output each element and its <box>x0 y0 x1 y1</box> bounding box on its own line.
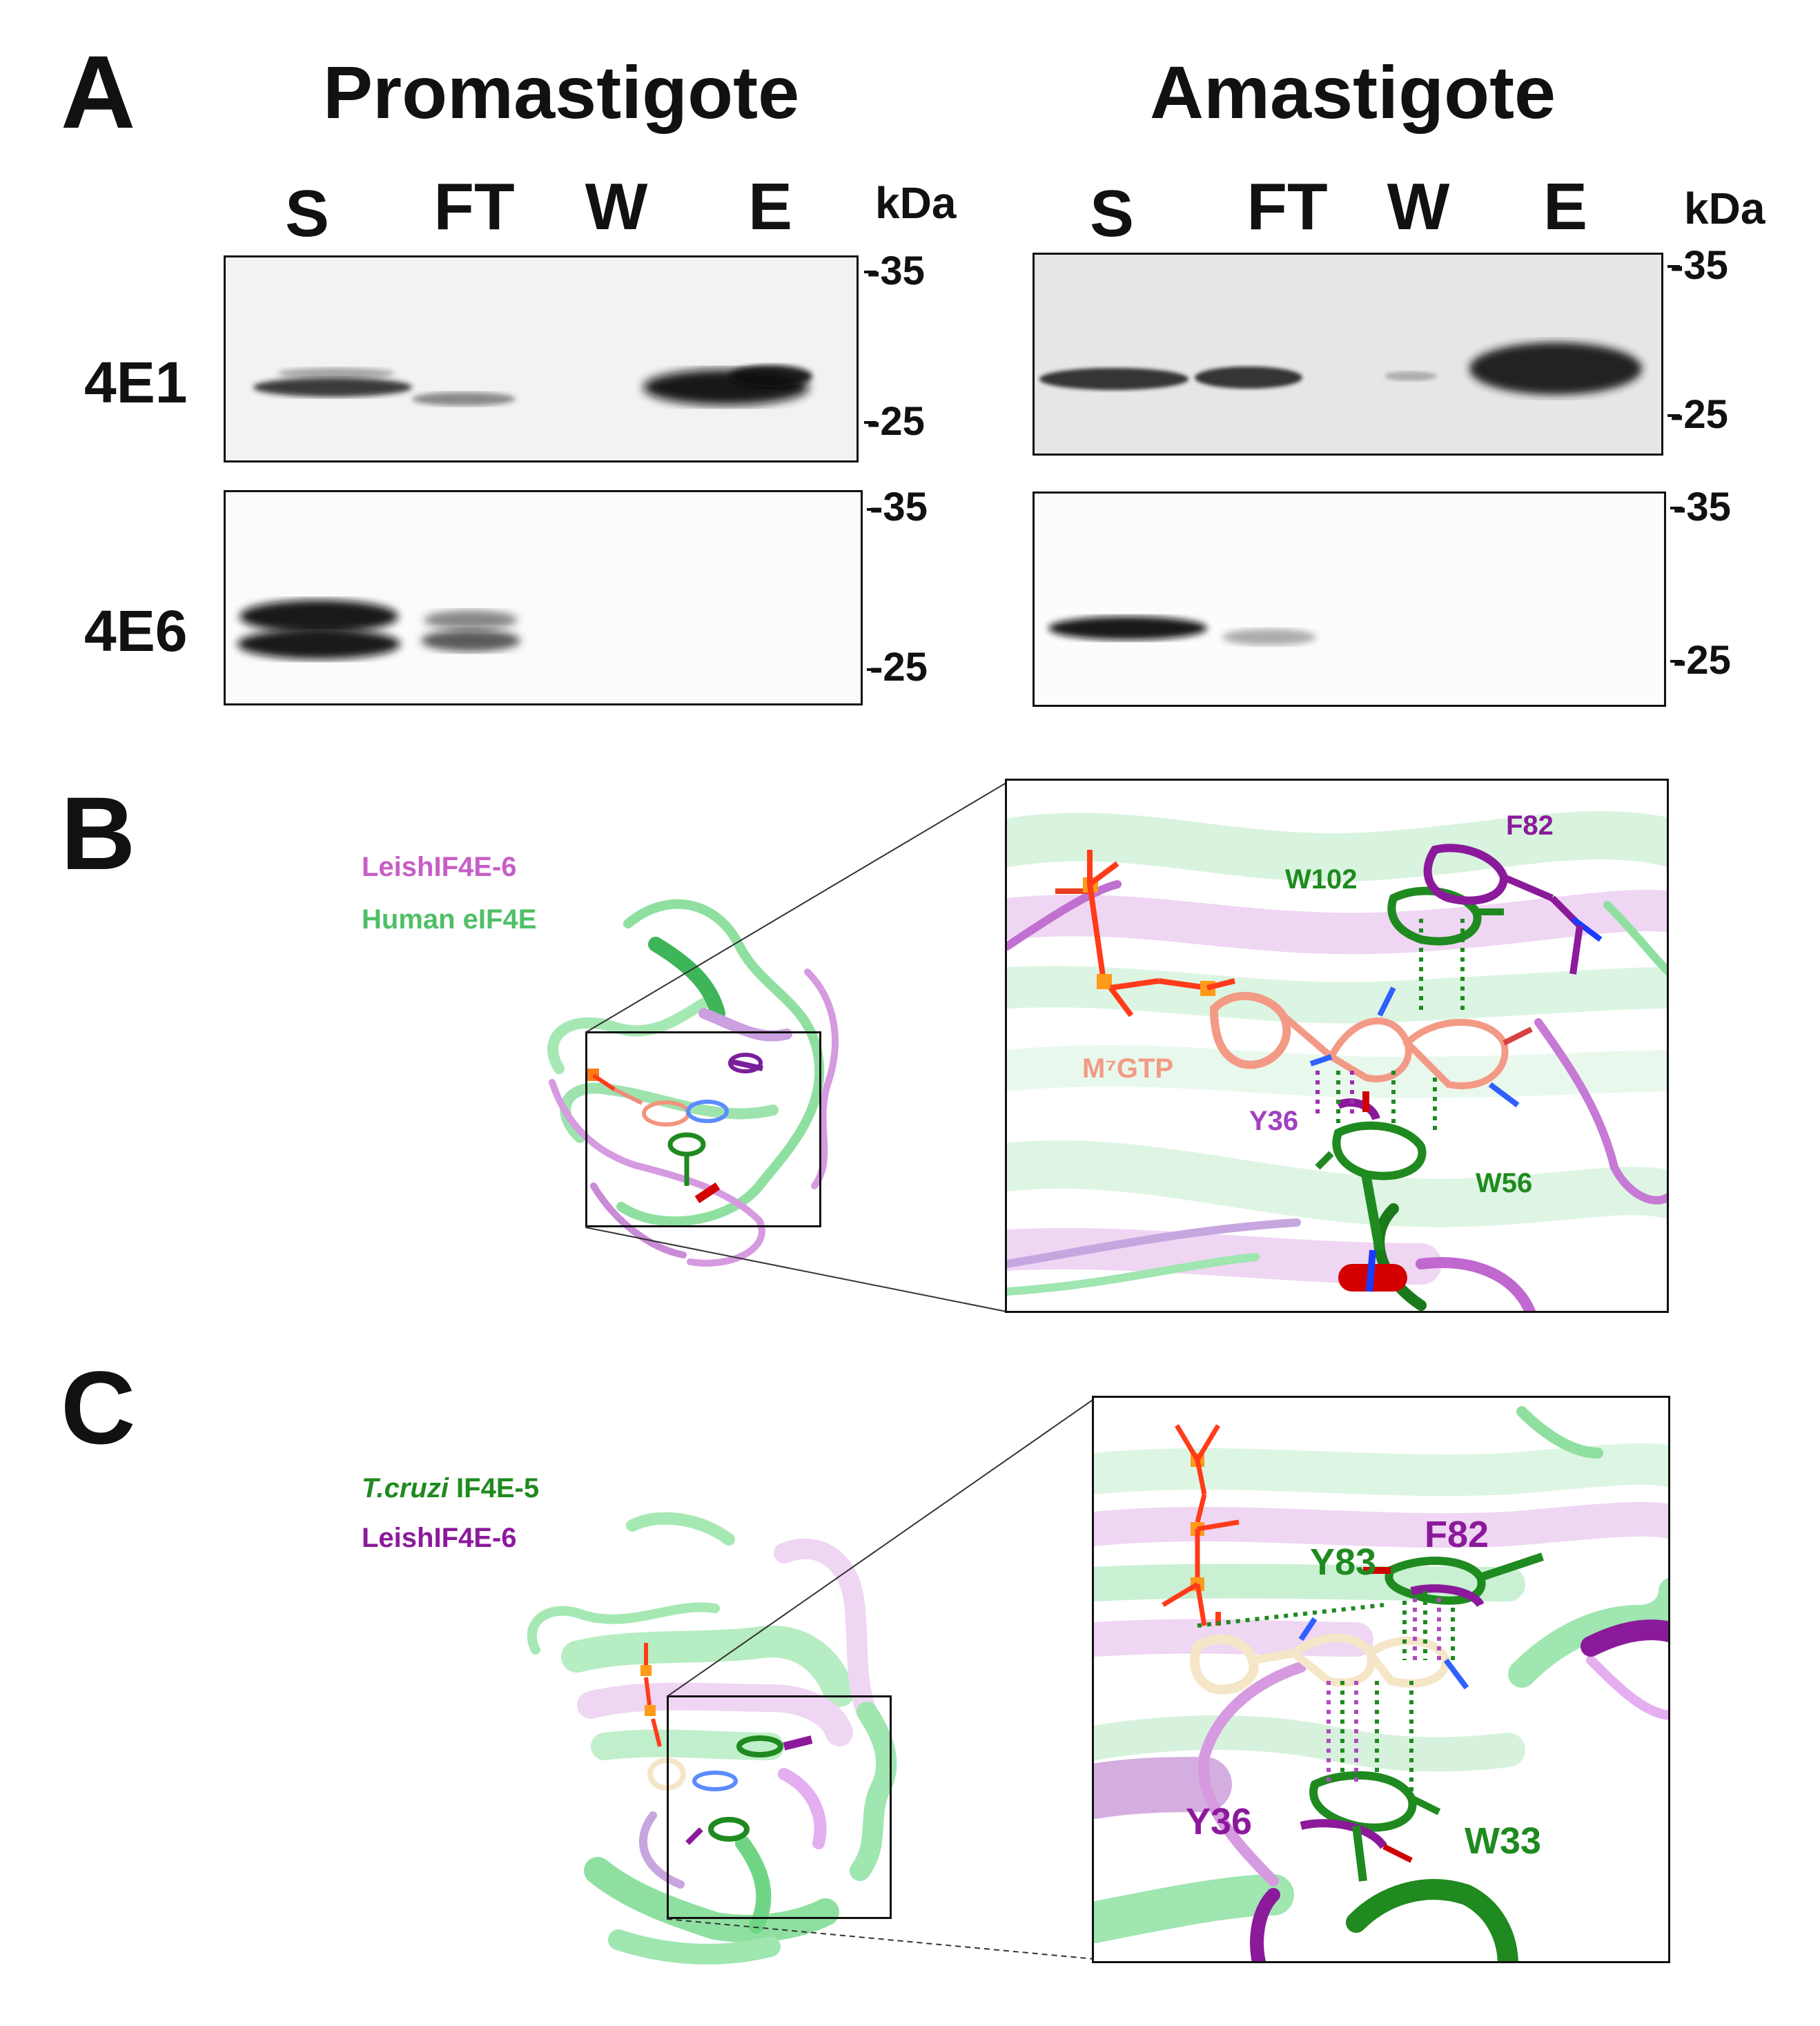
marker-promastigote-4e1-35: -35 <box>867 249 925 293</box>
amastigote-kda: kDa <box>1684 184 1765 233</box>
panel-b-zoom-box <box>1005 779 1669 1313</box>
marker-promastigote-4e6-25: -25 <box>870 645 928 690</box>
panel-a-letter: A <box>61 34 136 150</box>
blot-amastigote-4e1-bands <box>1039 342 1642 395</box>
amastigote-title: Amastigote <box>1150 50 1556 134</box>
panel-c-zoom-frame <box>667 1695 892 1919</box>
legend-tcruzi-if4e5-c: T.cruzi IF4E-5 <box>362 1474 539 1502</box>
panel-b-zoom-line-bottom <box>585 1227 1007 1312</box>
tick-amastigote-4e1-25 <box>1667 414 1680 417</box>
legend-leishif4e6-c: LeishIF4E-6 <box>362 1523 517 1553</box>
promastigote-lane-e: E <box>747 170 793 244</box>
row-label-4e1: 4E1 <box>84 350 188 415</box>
residue-label-y36-c: Y36 <box>1186 1801 1253 1842</box>
residue-label-f82-c: F82 <box>1425 1514 1489 1555</box>
blot-promastigote-4e6 <box>224 490 863 705</box>
residue-label-w56-b: W56 <box>1476 1168 1533 1198</box>
blot-amastigote-4e6 <box>1033 491 1666 707</box>
amastigote-lane-w: W <box>1387 170 1450 244</box>
promastigote-lane-s: S <box>284 177 330 251</box>
tick-promastigote-4e6-25 <box>867 668 879 671</box>
marker-promastigote-4e1-25: -25 <box>867 399 925 444</box>
marker-amastigote-4e6-35: -35 <box>1673 485 1731 529</box>
marker-amastigote-4e6-25: -25 <box>1673 638 1731 683</box>
panel-c-zoom-lines <box>666 1398 1095 1960</box>
residue-label-w102-b: W102 <box>1285 864 1358 895</box>
blot-promastigote-4e1 <box>224 255 859 462</box>
tick-amastigote-4e6-25 <box>1670 660 1683 663</box>
blot-promastigote-4e6-bands <box>237 600 520 659</box>
residue-label-y36-b: Y36 <box>1249 1106 1299 1136</box>
blot-promastigote-4e1-bands <box>253 365 812 406</box>
amastigote-lane-s: S <box>1089 177 1135 251</box>
residue-label-m7gtp-b: M⁷GTP <box>1082 1053 1174 1084</box>
promastigote-kda: kDa <box>875 178 957 228</box>
promastigote-lane-w: W <box>585 170 648 244</box>
panel-b-letter: B <box>61 775 136 891</box>
blot-amastigote-4e6-bands <box>1048 616 1316 645</box>
residue-label-y83-c: Y83 <box>1310 1541 1377 1583</box>
residue-label-w33-c: W33 <box>1465 1820 1542 1862</box>
panel-c-zoom-structure <box>1094 1406 1668 1961</box>
blot-amastigote-4e1 <box>1033 253 1663 456</box>
residue-label-f82-b: F82 <box>1506 810 1554 841</box>
panel-b-zoom-lines <box>585 782 1007 1033</box>
panel-b-zoom-structure <box>1007 811 1667 1311</box>
row-label-4e6: 4E6 <box>84 598 188 663</box>
promastigote-lane-ft: FT <box>433 170 515 244</box>
amastigote-lane-e: E <box>1543 170 1588 244</box>
panel-c-letter: C <box>61 1350 136 1465</box>
marker-amastigote-4e1-35: -35 <box>1670 243 1728 288</box>
legend-leishif4e6-b: LeishIF4E-6 <box>362 852 517 882</box>
amastigote-lane-ft: FT <box>1246 170 1328 244</box>
legend-tcruzi-suffix: IF4E-5 <box>448 1473 540 1503</box>
tick-promastigote-4e6-35 <box>867 508 879 511</box>
panel-c-overview-structure <box>527 1512 897 1965</box>
tick-promastigote-4e1-35 <box>864 271 877 273</box>
panel-b-overview-structure <box>547 899 839 1267</box>
legend-tcruzi-italic: T.cruzi <box>362 1473 449 1503</box>
tick-amastigote-4e6-35 <box>1670 507 1683 509</box>
promastigote-title: Promastigote <box>323 50 800 134</box>
panel-c-zoom-box <box>1092 1396 1670 1963</box>
legend-human-eif4e-b: Human eIF4E <box>362 904 537 935</box>
marker-promastigote-4e6-35: -35 <box>870 485 928 529</box>
tick-promastigote-4e1-25 <box>864 421 877 424</box>
tick-amastigote-4e1-35 <box>1667 265 1680 268</box>
panel-b-zoom-frame <box>585 1031 821 1227</box>
marker-amastigote-4e1-25: -25 <box>1670 392 1728 437</box>
